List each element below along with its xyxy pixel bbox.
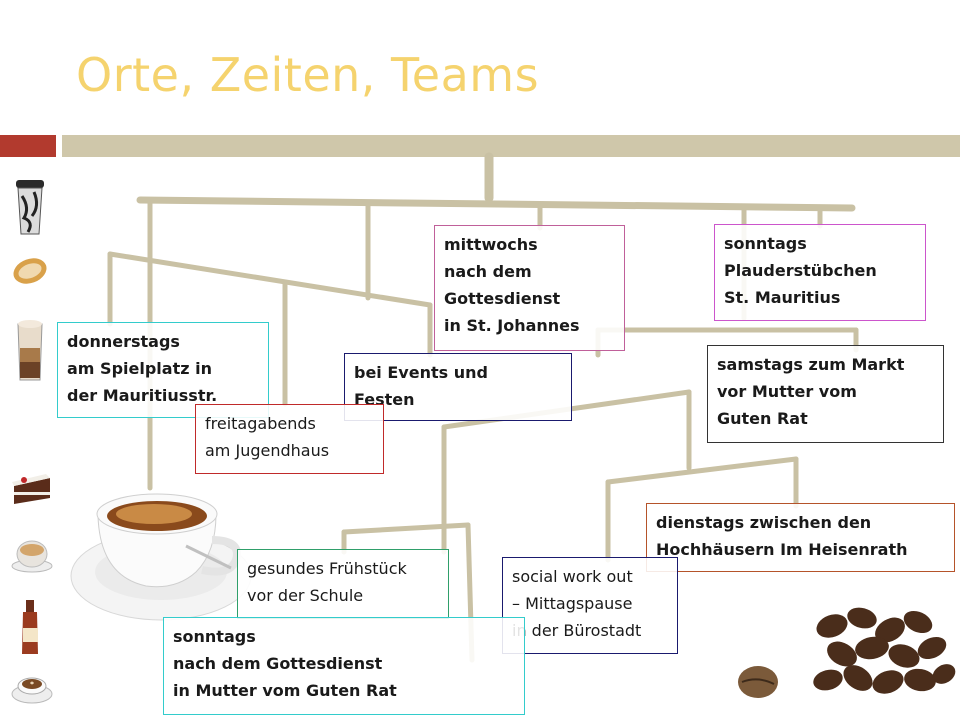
box-line: donnerstags [67, 332, 180, 351]
schedule-box-fruehstueck: gesundes Frühstück vor der Schule [237, 549, 449, 619]
box-line: vor der Schule [247, 586, 364, 605]
box-line: – Mittagspause [512, 594, 633, 613]
box-line: mittwochs [444, 235, 538, 254]
accent-bar-tan [62, 135, 960, 157]
cake-slice-icon [12, 474, 50, 504]
coffee-cup-to-go-icon [16, 180, 44, 235]
schedule-box-freitagabends: freitagabends am Jugendhaus [195, 404, 384, 474]
schedule-box-events: bei Events und Festen [344, 353, 572, 421]
schedule-box-dienstags: dienstags zwischen den Hochhäusern Im He… [646, 503, 955, 572]
box-line: Guten Rat [717, 409, 808, 428]
box-line: in Mutter vom Guten Rat [173, 681, 397, 700]
schedule-box-mittwochs: mittwochs nach dem Gottesdienst in St. J… [434, 225, 625, 351]
coffee-cup-saucer-icon [11, 677, 53, 704]
box-line: sonntags [173, 627, 256, 646]
box-line: am Spielplatz in [67, 359, 212, 378]
schedule-box-social-work-out: social work out – Mittagspause in der Bü… [502, 557, 678, 654]
box-line: gesundes Frühstück [247, 559, 407, 578]
box-line: St. Mauritius [724, 288, 841, 307]
schedule-box-donnerstags: donnerstags am Spielplatz in der Mauriti… [57, 322, 269, 418]
box-line: freitagabends [205, 414, 316, 433]
espresso-cup-image [70, 493, 252, 621]
page-title: Orte, Zeiten, Teams [76, 48, 540, 102]
accent-bar-red [0, 135, 56, 157]
cookie-icon [13, 258, 47, 284]
box-line: der Mauritiusstr. [67, 386, 218, 405]
box-line: Plauderstübchen [724, 261, 877, 280]
syrup-bottle-icon [22, 600, 38, 654]
box-line: dienstags zwischen den [656, 513, 872, 532]
box-line: samstags zum Markt [717, 355, 905, 374]
schedule-box-samstags: samstags zum Markt vor Mutter vom Guten … [707, 345, 944, 443]
box-line: in der Bürostadt [512, 621, 642, 640]
coffee-beans-image [738, 607, 956, 698]
box-line: Hochhäusern Im Heisenrath [656, 540, 908, 559]
cappuccino-icon [11, 540, 53, 573]
box-line: Gottesdienst [444, 289, 561, 308]
box-line: Festen [354, 390, 415, 409]
latte-glass-icon [17, 320, 43, 381]
box-line: bei Events und [354, 363, 488, 382]
schedule-box-sonntags-plauderstuebchen: sonntags Plauderstübchen St. Mauritius [714, 224, 926, 321]
box-line: nach dem [444, 262, 532, 281]
box-line: am Jugendhaus [205, 441, 330, 460]
box-line: nach dem Gottesdienst [173, 654, 383, 673]
box-line: in St. Johannes [444, 316, 580, 335]
box-line: social work out [512, 567, 633, 586]
schedule-box-sonntags-mutter-vom-guten-rat: sonntags nach dem Gottesdienst in Mutter… [163, 617, 525, 715]
box-line: sonntags [724, 234, 807, 253]
box-line: vor Mutter vom [717, 382, 857, 401]
